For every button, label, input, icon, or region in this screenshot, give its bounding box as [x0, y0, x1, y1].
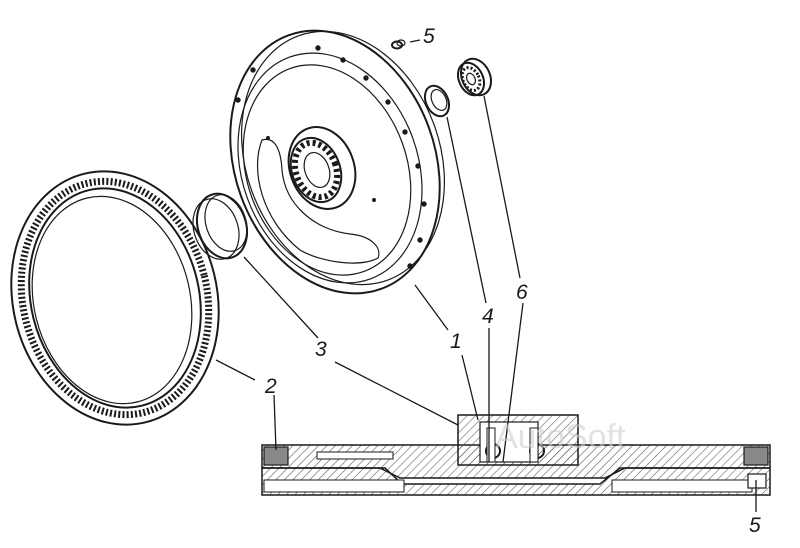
spacer-washer: [423, 84, 451, 118]
ring-gear: [10, 170, 220, 426]
seal-ring: [192, 192, 248, 260]
flywheel: [229, 29, 446, 295]
leader-lines: [215, 39, 757, 512]
callout-5-bottom: 5: [749, 514, 761, 537]
dowel-pin: [391, 39, 406, 50]
callout-1: 1: [450, 330, 462, 353]
ball-bearing: [456, 57, 493, 97]
callout-2: 2: [264, 375, 277, 398]
watermark: AutoSoft: [495, 418, 626, 456]
callout-4: 4: [482, 305, 494, 328]
assembly-section-view: [261, 414, 771, 496]
callout-3: 3: [315, 338, 327, 361]
callout-5-top: 5: [423, 25, 435, 48]
callout-6: 6: [516, 281, 528, 304]
